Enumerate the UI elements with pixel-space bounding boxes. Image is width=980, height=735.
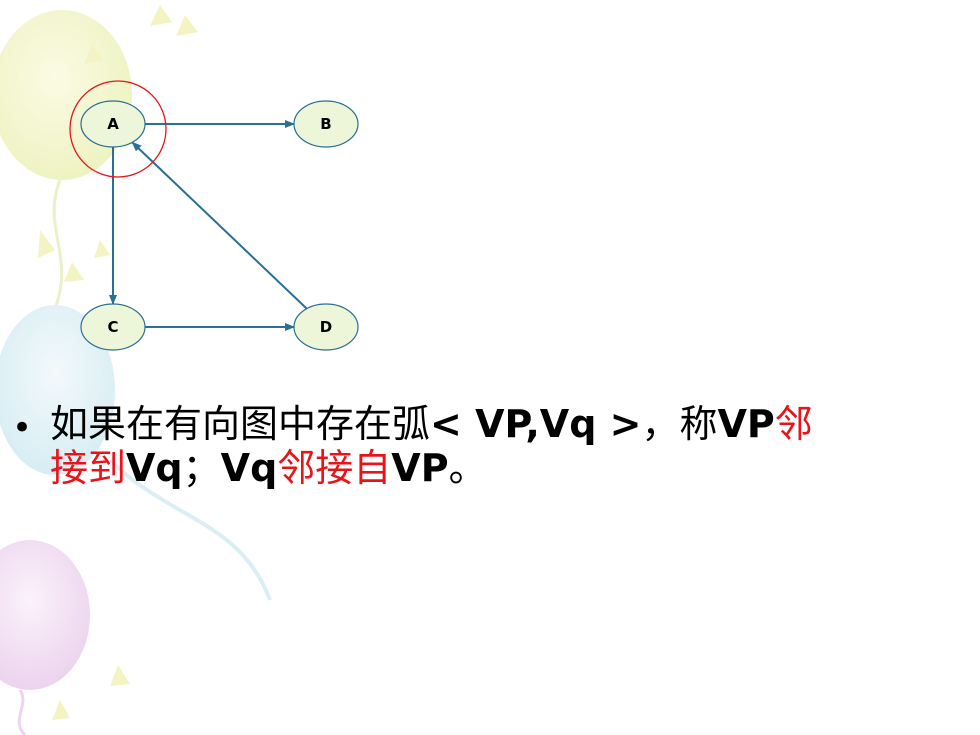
node-b <box>293 100 359 148</box>
node-label-a: A <box>107 115 119 133</box>
text-vq-2: Vq <box>220 446 278 490</box>
definition-line-2: 接到Vq；Vq邻接自VP。 <box>50 446 487 490</box>
definition-line-1: 如果在有向图中存在弧< VP,Vq >，称VP邻 <box>50 402 813 446</box>
bullet-point: • <box>12 408 33 448</box>
balloon-purple <box>0 540 90 735</box>
highlight-circle <box>69 80 167 178</box>
term-adjacent-to-part1: 邻 <box>774 402 813 446</box>
edge-d-to-a <box>131 141 308 310</box>
node-label-d: D <box>320 318 332 336</box>
node-a <box>80 100 146 148</box>
text-vq: Vq <box>126 446 183 490</box>
term-adjacent-to-part2: 接到 <box>50 446 127 490</box>
text-comma-called: ，称 <box>641 402 718 446</box>
text-semicolon: ； <box>182 446 221 490</box>
term-adjacent-from: 邻接自 <box>277 446 392 490</box>
directed-graph: A B C D <box>69 80 359 351</box>
node-label-b: B <box>320 115 331 133</box>
balloon-blue <box>0 305 272 601</box>
text-vp-2: VP <box>391 446 449 490</box>
confetti-sparkles <box>38 5 198 720</box>
node-d <box>293 303 359 351</box>
text-period: 。 <box>448 446 487 490</box>
text-if-arc-exists: 如果在有向图中存在弧 <box>50 402 431 446</box>
node-label-c: C <box>107 318 118 336</box>
text-arc-notation: < VP,Vq > <box>430 402 642 446</box>
text-vp: VP <box>717 402 775 446</box>
node-c <box>80 303 146 351</box>
